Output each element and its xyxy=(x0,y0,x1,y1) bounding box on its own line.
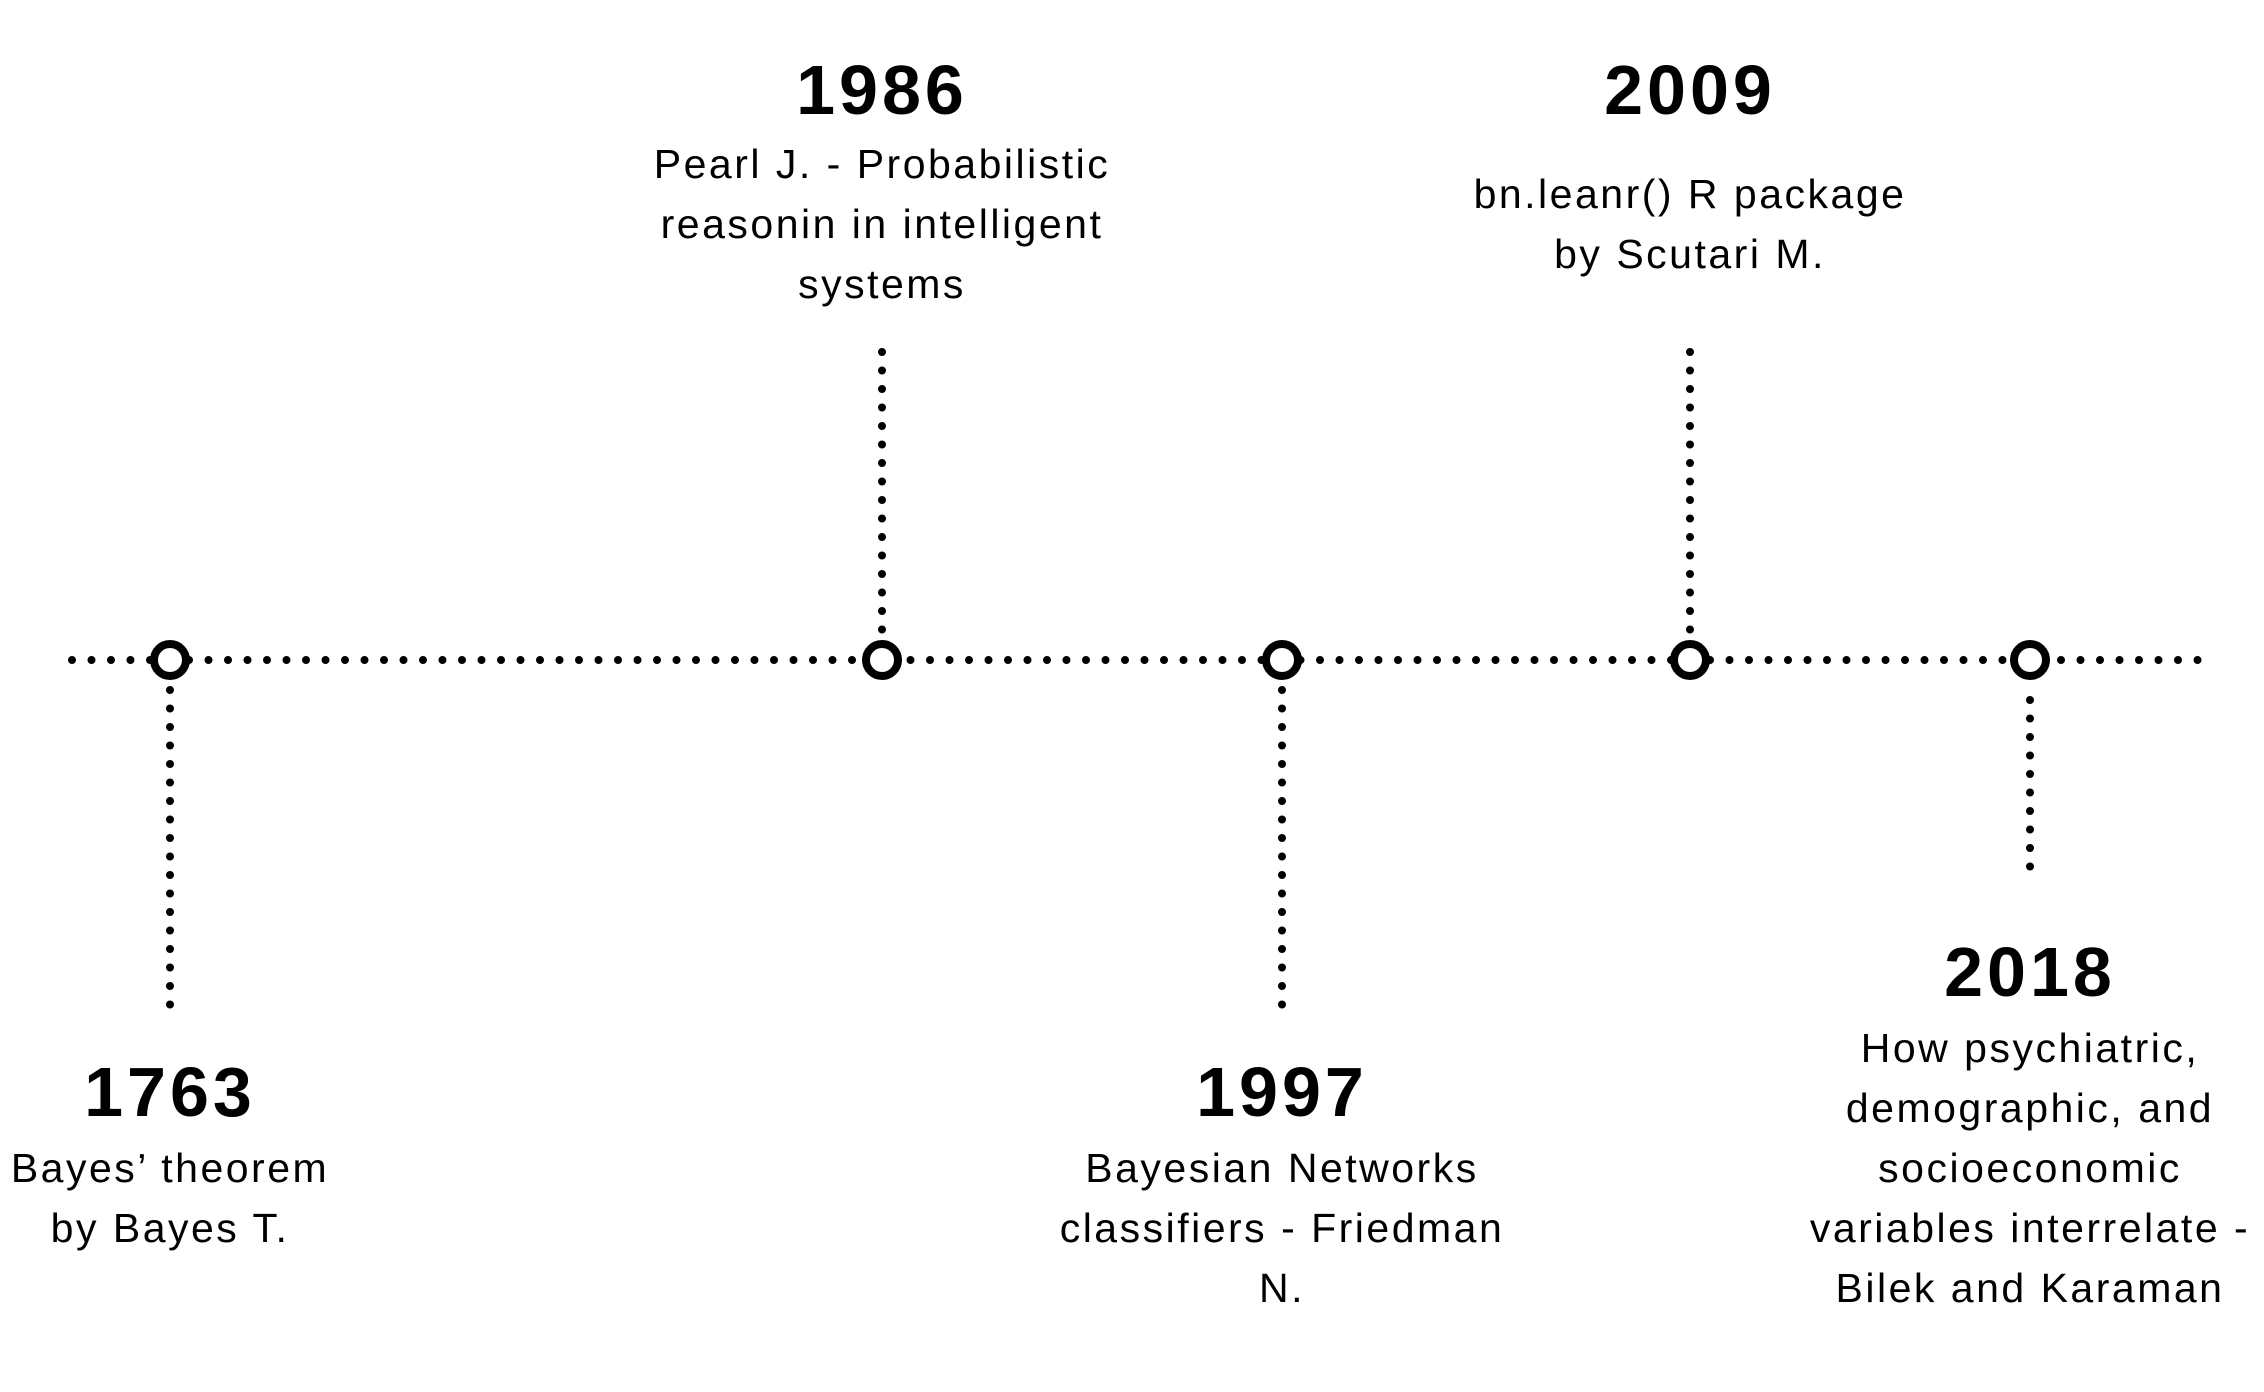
event-year: 2018 xyxy=(1944,933,2116,1011)
event-description-line: N. xyxy=(1259,1265,1305,1311)
event-2018: 2018 How psychiatric, demographic, and s… xyxy=(1760,932,2264,1318)
event-description: Pearl J. - Probabilistic reasonin in int… xyxy=(622,134,1142,314)
event-description-line: How psychiatric, xyxy=(1860,1025,2200,1071)
marker-2009 xyxy=(1670,640,1710,680)
event-2009: 2009 bn.leanr() R package by Scutari M. xyxy=(1430,50,1950,284)
event-1986: 1986 Pearl J. - Probabilistic reasonin i… xyxy=(622,50,1142,314)
event-description-line: demographic, and xyxy=(1845,1085,2215,1131)
event-year: 1997 xyxy=(1196,1053,1368,1131)
marker-1763 xyxy=(150,640,190,680)
event-description-line: reasonin in intelligent xyxy=(660,201,1104,247)
event-description-line: bn.leanr() R package xyxy=(1473,171,1907,217)
event-1763: 1763 Bayes’ theorem by Bayes T. xyxy=(0,1052,430,1258)
event-year: 1763 xyxy=(84,1053,256,1131)
event-description-line: Bayes’ theorem xyxy=(10,1145,330,1191)
event-description-line: by Bayes T. xyxy=(50,1205,290,1251)
event-1997: 1997 Bayesian Networks classifiers - Fri… xyxy=(1022,1052,1542,1318)
event-description-line: Pearl J. - Probabilistic xyxy=(653,141,1111,187)
event-description-line: variables interrelate - xyxy=(1809,1205,2251,1251)
event-year: 2009 xyxy=(1604,51,1776,129)
event-year: 1986 xyxy=(796,51,968,129)
event-description-line: Bilek and Karaman xyxy=(1835,1265,2225,1311)
event-description-line: socioeconomic xyxy=(1878,1145,2182,1191)
event-description: Bayes’ theorem by Bayes T. xyxy=(0,1138,430,1258)
event-description-line: systems xyxy=(798,261,966,307)
event-description: Bayesian Networks classifiers - Friedman… xyxy=(1022,1138,1542,1318)
event-description: bn.leanr() R package by Scutari M. xyxy=(1430,164,1950,284)
marker-1986 xyxy=(862,640,902,680)
event-description: How psychiatric, demographic, and socioe… xyxy=(1760,1018,2264,1318)
marker-1997 xyxy=(1262,640,1302,680)
event-description-line: classifiers - Friedman xyxy=(1059,1205,1505,1251)
event-description-line: by Scutari M. xyxy=(1554,231,1826,277)
event-description-line: Bayesian Networks xyxy=(1085,1145,1479,1191)
marker-2018 xyxy=(2010,640,2050,680)
